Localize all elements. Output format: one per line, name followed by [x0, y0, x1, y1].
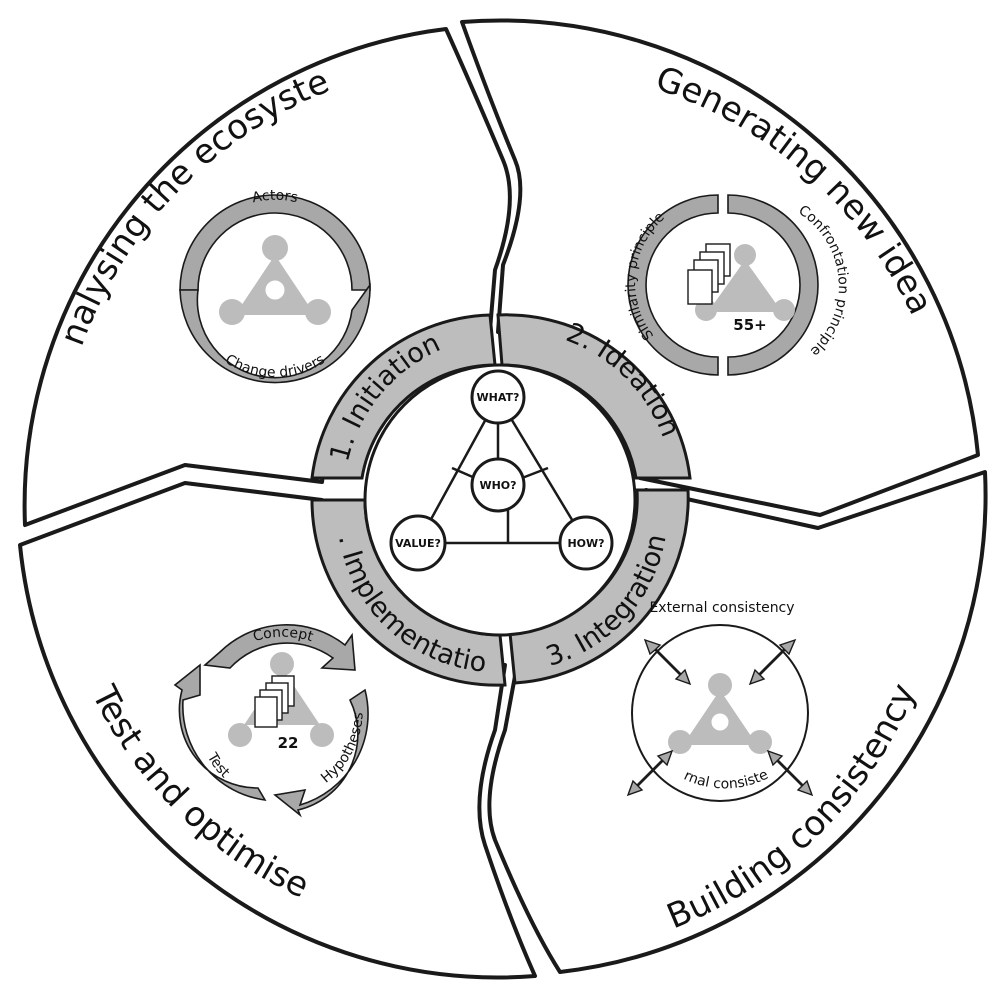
test-count: 22 [278, 734, 299, 752]
label-concept: Concept [251, 625, 315, 646]
double-arrow-bottom-left-icon [626, 749, 674, 797]
label-actors: Actors [251, 188, 300, 207]
ring-segment-initiation [310, 313, 497, 480]
test-cycle [173, 624, 369, 818]
node-value [389, 514, 447, 572]
triangle-actors-icon [219, 235, 331, 325]
idea-cards-icon [687, 243, 731, 305]
triangle-consistency-icon [668, 673, 772, 754]
double-arrow-top-right-icon [748, 638, 797, 686]
node-who-label: WHO? [479, 479, 516, 492]
node-value-label: VALUE? [395, 537, 441, 550]
node-how-label: HOW? [567, 537, 604, 550]
double-arrow-top-left-icon [643, 638, 692, 686]
ideas-count: 55+ [733, 316, 766, 334]
node-who [470, 457, 526, 513]
consistency-cycle [626, 624, 814, 802]
double-arrow-bottom-right-icon [766, 749, 814, 797]
test-cards-icon [254, 675, 295, 728]
label-external-consistency: External consistency [649, 600, 794, 616]
core-triangle [415, 394, 589, 545]
node-what-label: WHAT? [477, 391, 520, 404]
ecosystem-cycle [179, 194, 371, 384]
node-how [558, 515, 614, 571]
ideas-cycle [627, 194, 819, 376]
node-what [470, 369, 526, 425]
